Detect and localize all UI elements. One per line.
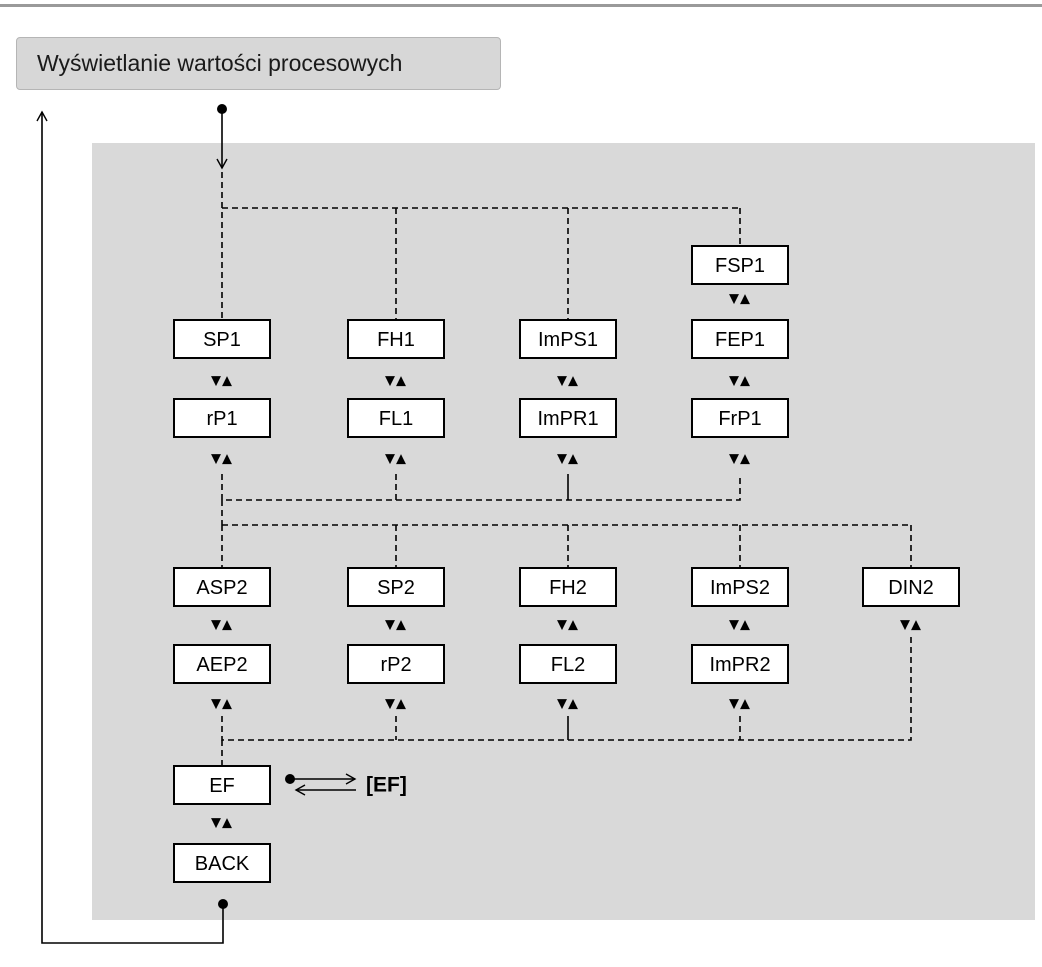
group1-connectors — [221, 172, 741, 525]
nav-arrows-impr2: ▼▲ — [729, 697, 751, 712]
nav-arrows-impr1: ▼▲ — [557, 452, 579, 467]
menu-node-sp2-label: SP2 — [377, 577, 415, 599]
menu-node-aep2-frame — [173, 644, 271, 684]
menu-nodes: SP1 ▼▲ rP1 ▼▲ FH1 ▼▲ FL1 ▼▲ ImPS1 ▼▲ ImPR1 ▼▲ FSP1 ▼▲… — [173, 245, 960, 883]
menu-node-fsp1[interactable]: FSP1 — [691, 245, 789, 285]
menu-node-imps2-label: ImPS2 — [710, 577, 770, 599]
nav-arrows-sp1: ▼▲ — [211, 374, 233, 389]
nav-arrows-imps2: ▼▲ — [729, 618, 751, 633]
menu-node-asp2-frame — [173, 567, 271, 607]
nav-arrows-sp2: ▼▲ — [385, 618, 407, 633]
return-path — [36, 110, 224, 944]
group2-connectors — [221, 524, 912, 766]
ef-link-label[interactable]: [EF] — [366, 774, 407, 797]
menu-node-imps1-label: ImPS1 — [538, 329, 598, 351]
menu-node-fh2-frame — [519, 567, 617, 607]
nav-arrows-fh1: ▼▲ — [385, 374, 407, 389]
menu-node-din2[interactable]: DIN2 — [862, 567, 960, 607]
menu-node-fep1-label: FEP1 — [715, 329, 765, 351]
nav-arrows-imps1: ▼▲ — [557, 374, 579, 389]
menu-node-back-frame — [173, 843, 271, 883]
menu-node-fh1-label: FH1 — [377, 329, 415, 351]
menu-node-frp1-frame — [691, 398, 789, 438]
menu-node-ef[interactable]: EF — [173, 765, 271, 805]
menu-node-rp2-frame — [347, 644, 445, 684]
nav-arrows-rp1: ▼▲ — [211, 452, 233, 467]
menu-node-asp2[interactable]: ASP2 — [173, 567, 271, 607]
menu-node-fh2-label: FH2 — [549, 577, 587, 599]
nav-arrows-fsp1: ▼▲ — [729, 292, 751, 307]
menu-node-impr2[interactable]: ImPR2 — [691, 644, 789, 684]
menu-node-din2-frame — [862, 567, 960, 607]
menu-node-fl2-frame — [519, 644, 617, 684]
menu-node-fh1[interactable]: FH1 — [347, 319, 445, 359]
menu-node-fl1-label: FL1 — [379, 408, 413, 430]
menu-node-rp2[interactable]: rP2 — [347, 644, 445, 684]
menu-node-asp2-label: ASP2 — [196, 577, 247, 599]
menu-node-fep1-frame — [691, 319, 789, 359]
menu-node-ef-frame — [173, 765, 271, 805]
nav-arrows-aep2: ▼▲ — [211, 697, 233, 712]
menu-node-fl1-frame — [347, 398, 445, 438]
nav-arrows-fl1: ▼▲ — [385, 452, 407, 467]
menu-node-imps2-frame — [691, 567, 789, 607]
menu-node-back-label: BACK — [195, 853, 250, 875]
menu-node-sp1-label: SP1 — [203, 329, 241, 351]
nav-arrows-fl2: ▼▲ — [557, 697, 579, 712]
nav-arrows-rp2: ▼▲ — [385, 697, 407, 712]
nav-arrows-ef: ▼▲ — [211, 816, 233, 831]
menu-node-fsp1-frame — [691, 245, 789, 285]
menu-node-aep2[interactable]: AEP2 — [173, 644, 271, 684]
process-value-display-box[interactable]: Wyświetlanie wartości procesowych — [16, 37, 501, 90]
menu-node-fh1-frame — [347, 319, 445, 359]
menu-node-rp2-label: rP2 — [380, 654, 411, 676]
menu-node-impr1[interactable]: ImPR1 — [519, 398, 617, 438]
nav-arrows-asp2: ▼▲ — [211, 618, 233, 633]
menu-node-sp2[interactable]: SP2 — [347, 567, 445, 607]
menu-node-sp2-frame — [347, 567, 445, 607]
menu-node-frp1-label: FrP1 — [718, 408, 761, 430]
menu-node-impr1-label: ImPR1 — [537, 408, 598, 430]
page-title: Wyświetlanie wartości procesowych — [37, 50, 403, 76]
menu-node-imps2[interactable]: ImPS2 — [691, 567, 789, 607]
menu-node-impr1-frame — [519, 398, 617, 438]
nav-arrows-frp1: ▼▲ — [729, 452, 751, 467]
menu-node-fl2-label: FL2 — [551, 654, 585, 676]
menu-node-fl2[interactable]: FL2 — [519, 644, 617, 684]
menu-node-fh2[interactable]: FH2 — [519, 567, 617, 607]
entry-dot — [217, 104, 227, 114]
menu-node-sp1[interactable]: SP1 — [173, 319, 271, 359]
menu-node-rp1-label: rP1 — [206, 408, 237, 430]
menu-node-imps1[interactable]: ImPS1 — [519, 319, 617, 359]
menu-node-fsp1-label: FSP1 — [715, 255, 765, 277]
menu-node-impr2-frame — [691, 644, 789, 684]
menu-node-frp1[interactable]: FrP1 — [691, 398, 789, 438]
menu-node-rp1[interactable]: rP1 — [173, 398, 271, 438]
menu-node-back[interactable]: BACK — [173, 843, 271, 883]
menu-node-imps1-frame — [519, 319, 617, 359]
menu-node-sp1-frame — [173, 319, 271, 359]
menu-node-fep1[interactable]: FEP1 — [691, 319, 789, 359]
nav-arrows-din2: ▼▲ — [900, 618, 922, 633]
nav-arrows-fep1: ▼▲ — [729, 374, 751, 389]
menu-node-rp1-frame — [173, 398, 271, 438]
back-exit-dot — [218, 899, 228, 909]
nav-arrows-fh2: ▼▲ — [557, 618, 579, 633]
menu-node-fl1[interactable]: FL1 — [347, 398, 445, 438]
menu-node-impr2-label: ImPR2 — [709, 654, 770, 676]
top-rule — [0, 4, 1042, 7]
menu-node-aep2-label: AEP2 — [196, 654, 247, 676]
menu-node-ef-label: EF — [209, 775, 235, 797]
menu-node-din2-label: DIN2 — [888, 577, 934, 599]
ef-link — [285, 773, 357, 796]
